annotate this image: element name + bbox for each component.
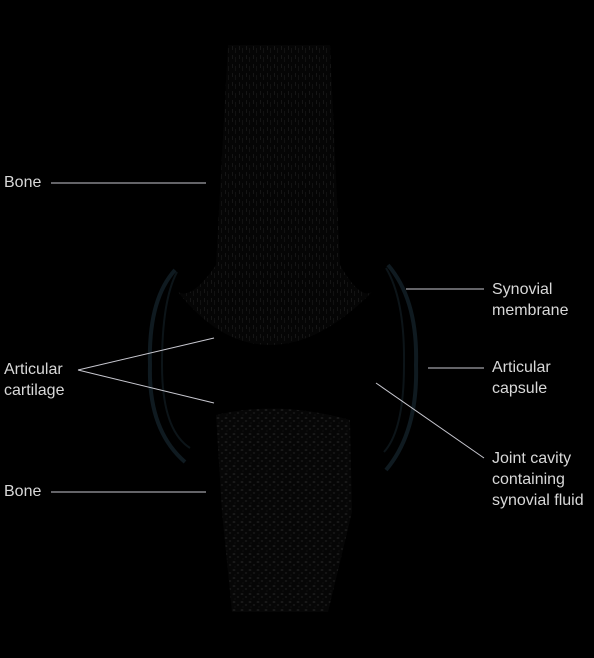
label-articular-cartilage: Articular cartilage: [4, 361, 65, 399]
articular-capsule-left: [147, 268, 187, 464]
leader-line-joint-cavity: [375, 382, 485, 459]
label-synovial-membrane: Synovial membrane: [492, 281, 569, 319]
synovial-membrane-right: [383, 267, 406, 453]
label-bone-top: Bone: [4, 174, 42, 191]
label-articular-capsule: Articular capsule: [492, 359, 551, 397]
leader-line-cartilage-lower: [77, 369, 215, 404]
leader-line-cartilage-upper: [77, 337, 215, 371]
label-joint-cavity: Joint cavity containing synovial fluid: [492, 450, 584, 509]
label-bone-bottom: Bone: [4, 483, 42, 500]
articular-capsule-right: [384, 263, 419, 472]
synovial-membrane-left: [160, 271, 191, 449]
lower-bone: [216, 408, 352, 612]
upper-bone: [178, 45, 372, 345]
